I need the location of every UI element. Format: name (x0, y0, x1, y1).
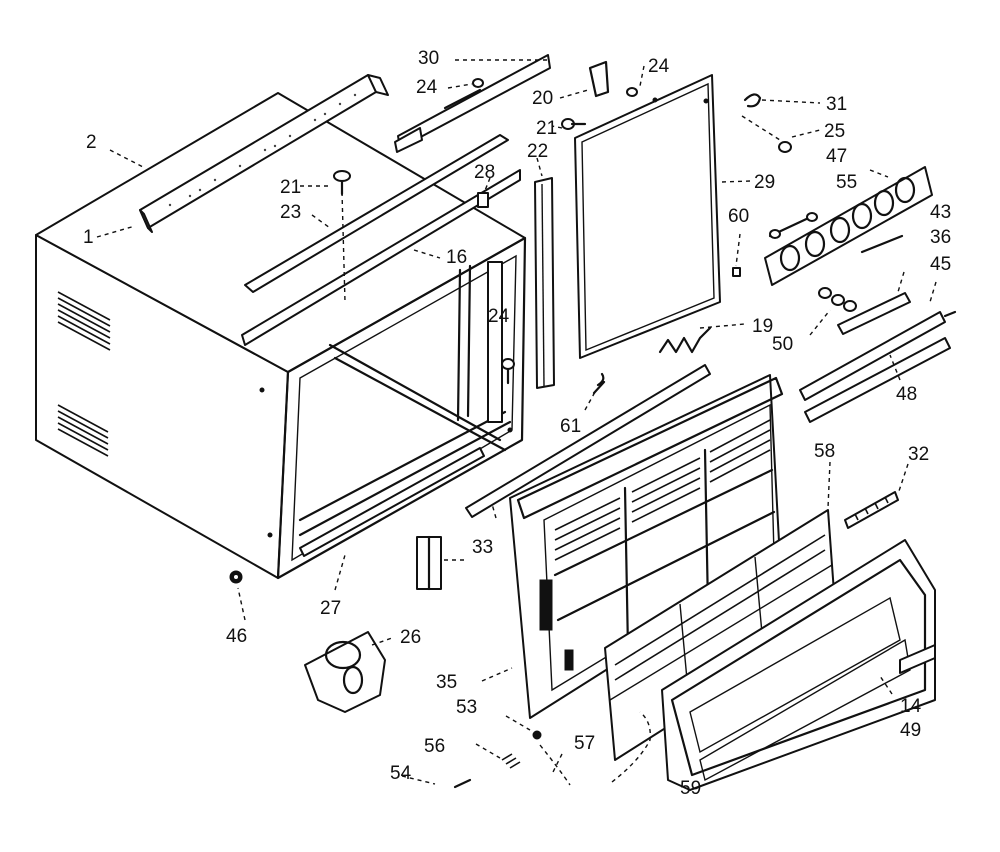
gasket-32 (844, 491, 899, 529)
clip-28 (477, 192, 489, 208)
label-23: 23 (280, 202, 301, 223)
base-rail-27 (299, 447, 485, 557)
label-43: 43 (930, 202, 951, 223)
screw-25 (778, 141, 792, 153)
label-60: 60 (728, 206, 749, 227)
label-61: 61 (560, 416, 581, 437)
bracket-20 (588, 60, 638, 98)
hook-31 (743, 93, 762, 108)
switch-bar-45 (799, 311, 946, 401)
label-30: 30 (418, 48, 439, 69)
badge-14 (899, 644, 936, 674)
front-grille-35 (465, 364, 784, 719)
label-48: 48 (896, 384, 917, 405)
switch-bar-48 (804, 337, 951, 423)
label-28: 28 (474, 162, 495, 183)
label-50: 50 (772, 334, 793, 355)
label-2: 2 (86, 132, 97, 153)
motor-26 (304, 631, 386, 713)
back-panel-29 (574, 74, 721, 359)
vertical-channel-22 (534, 177, 555, 389)
label-21-upper: 21 (536, 118, 557, 139)
label-32: 32 (908, 444, 929, 465)
label-24-right: 24 (648, 56, 670, 77)
label-46: 46 (226, 626, 247, 647)
switch-bar-36 (837, 292, 911, 335)
label-54: 54 (390, 763, 412, 784)
side-louvers-lower (57, 404, 109, 457)
label-16: 16 (446, 247, 467, 268)
label-59: 59 (680, 778, 701, 799)
screw-53 (532, 730, 542, 740)
chain-59 (611, 711, 651, 783)
label-58: 58 (814, 441, 835, 462)
side-louvers-upper (57, 291, 111, 351)
label-35: 35 (436, 672, 457, 693)
screw-21-upper (561, 118, 587, 130)
top-rail-16 (241, 169, 521, 346)
label-55: 55 (836, 172, 857, 193)
label-26: 26 (400, 627, 421, 648)
front-cover-14 (661, 539, 936, 791)
label-36: 36 (930, 227, 951, 248)
rod-43 (860, 234, 904, 254)
label-49: 49 (900, 720, 921, 741)
chain-57 (539, 744, 571, 786)
label-20: 20 (532, 88, 553, 109)
top-rail-23 (244, 134, 509, 293)
label-21-left: 21 (280, 177, 301, 198)
label-45: 45 (930, 254, 951, 275)
label-57: 57 (574, 733, 595, 754)
pin-55 (768, 212, 818, 239)
bracket-33 (416, 535, 442, 591)
screw-21-left (333, 170, 351, 196)
switch-assembly-50 (818, 287, 857, 312)
label-31: 31 (826, 94, 847, 115)
part-labels: 2 1 30 24 20 24 21 22 28 21 23 16 24 31 … (83, 48, 951, 799)
wire-clip-19 (658, 326, 712, 354)
cabinet-housing (35, 92, 527, 580)
label-25: 25 (824, 121, 845, 142)
screw-24-middle (501, 358, 515, 385)
spring-56 (501, 753, 521, 769)
clip-61 (592, 372, 606, 395)
part-54 (453, 778, 472, 789)
label-33: 33 (472, 537, 493, 558)
label-27: 27 (320, 598, 341, 619)
spring-60 (732, 267, 741, 277)
label-24-top: 24 (416, 77, 438, 98)
leader-lines (96, 59, 937, 785)
foam-seal-strip (139, 74, 389, 233)
label-14: 14 (900, 696, 922, 717)
control-bracket-47 (764, 166, 933, 286)
label-1: 1 (83, 227, 94, 248)
bracket-30 (394, 54, 551, 153)
label-24-mid: 24 (488, 306, 510, 327)
label-56: 56 (424, 736, 445, 757)
grille-louvers (553, 419, 776, 652)
label-19: 19 (752, 316, 773, 337)
label-22: 22 (527, 141, 548, 162)
label-29: 29 (754, 172, 775, 193)
label-47: 47 (826, 146, 847, 167)
screw-46 (229, 570, 243, 584)
label-53: 53 (456, 697, 477, 718)
